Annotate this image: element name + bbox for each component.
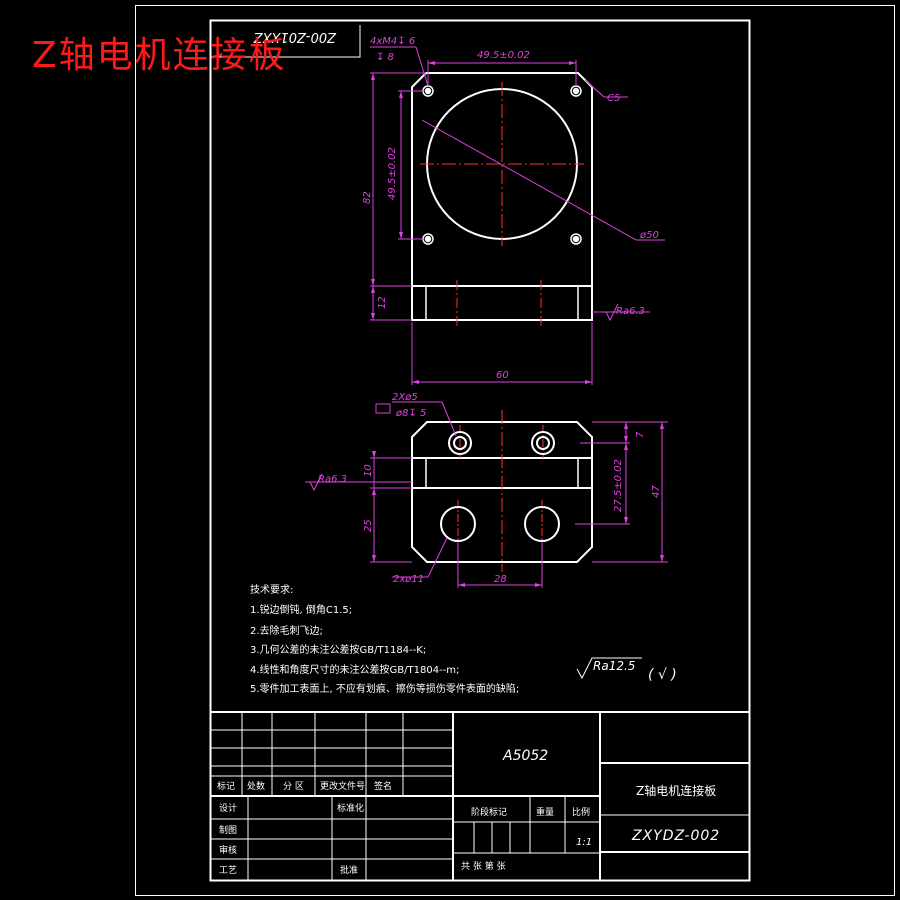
top-roughness: Ra6.3 (616, 306, 645, 317)
dim-circle-diameter: ø50 (639, 230, 659, 241)
tb-drawing-number: ZXYDZ-002 (631, 828, 720, 844)
top-view-plate-outline (411, 72, 593, 321)
tb-label-designer: 设计 (219, 802, 237, 814)
tb-part-name: Z轴电机连接板 (636, 783, 716, 798)
tech-requirements: 技术要求: 1.锐边倒钝, 倒角C1.5; 2.去除毛刺飞边; 3.几何公差的未… (250, 583, 519, 695)
tb-label-standardization: 标准化 (337, 802, 364, 814)
tech-req-item: 2.去除毛刺飞边; (250, 624, 323, 637)
tb-label-change-doc: 更改文件号 (320, 780, 365, 792)
tb-label-check: 审核 (219, 844, 237, 856)
side-hole-note-1: 2Xø5 (392, 392, 418, 403)
outer-sheet-border (135, 5, 895, 896)
dim-total-height: 47 (651, 485, 662, 498)
drawing-code-box: Z00-Z01XXZ (211, 25, 361, 58)
dim-top-width: 49.5±0.02 (477, 50, 530, 61)
dim-chamfer: C5 (607, 93, 620, 104)
side-hole-note-2: ø8↧ 5 (395, 408, 426, 419)
counterbore-holes (448, 431, 555, 455)
drawing-code-text: Z00-Z01XXZ (253, 29, 337, 44)
tb-label-count: 处数 (247, 780, 265, 792)
dim-vertical-hole-spacing: 49.5±0.02 (387, 147, 398, 200)
dim-slot: 10 (363, 464, 374, 477)
tech-req-item: 4.线性和角度尺寸的未注公差按GB/T1804--m; (250, 663, 459, 676)
tb-scale-value: 1:1 (576, 837, 592, 848)
dim-height: 82 (362, 191, 373, 204)
tb-label-weight: 重量 (536, 806, 554, 818)
surface-finish-value: Ra12.5 (593, 659, 635, 673)
tb-material: A5052 (502, 748, 548, 764)
surface-finish-bracket: ( √ ) (648, 667, 677, 683)
title-block (211, 711, 749, 880)
title-block-text: 标记 处数 分 区 更改文件号 签名 设计 标准化 制图 审核 工艺 批准 A5… (217, 748, 720, 876)
tech-req-heading: 技术要求: (250, 583, 293, 596)
top-hole-note-1: 4xM4↧ 6 (370, 36, 415, 47)
tb-label-stage: 阶段标记 (471, 806, 507, 818)
tb-label-scale: 比例 (572, 806, 590, 818)
tb-label-drawing: 制图 (219, 824, 237, 836)
inner-frame-border (209, 19, 751, 882)
dim-width: 60 (496, 370, 509, 381)
tb-label-signature: 签名 (374, 780, 392, 792)
overlay-title: Z轴电机连接板 (32, 35, 287, 76)
dim-top-small: 7 (635, 431, 646, 438)
dim-lower: 25 (363, 519, 374, 532)
tb-label-approve: 批准 (340, 864, 358, 876)
top-hole-note-2: ↧ 8 (376, 52, 394, 63)
dim-flange: 12 (377, 296, 388, 309)
tb-sheets: 共 张 第 张 (461, 860, 506, 872)
dim-hole-spacing-vertical: 27.5±0.02 (613, 459, 624, 512)
surface-finish-note: Ra12.5 ( √ ) (576, 657, 677, 683)
dim-through-holes-note: 2xø11 (393, 574, 424, 585)
side-view: 2Xø5 ø8↧ 5 Ra6.3 10 25 7 27.5±0.02 47 28 (305, 392, 668, 588)
tb-label-mark: 标记 (217, 780, 235, 792)
side-view-plate-outline (411, 421, 593, 563)
tech-req-item: 5.零件加工表面上, 不应有划痕、擦伤等损伤零件表面的缺陷; (250, 682, 519, 695)
through-holes (440, 506, 560, 542)
tb-label-zone: 分 区 (283, 781, 304, 792)
tb-label-process: 工艺 (219, 865, 237, 876)
tech-req-item: 1.锐边倒钝, 倒角C1.5; (250, 603, 352, 616)
dim-hole-spacing-horizontal: 28 (494, 574, 507, 585)
side-roughness: Ra6.3 (318, 474, 347, 485)
tech-req-item: 3.几何公差的未注公差按GB/T1184--K; (250, 643, 426, 656)
top-view: ø50 4xM4↧ 6 ↧ 8 49.5±0.02 C5 49.5±0.02 8… (362, 36, 665, 385)
